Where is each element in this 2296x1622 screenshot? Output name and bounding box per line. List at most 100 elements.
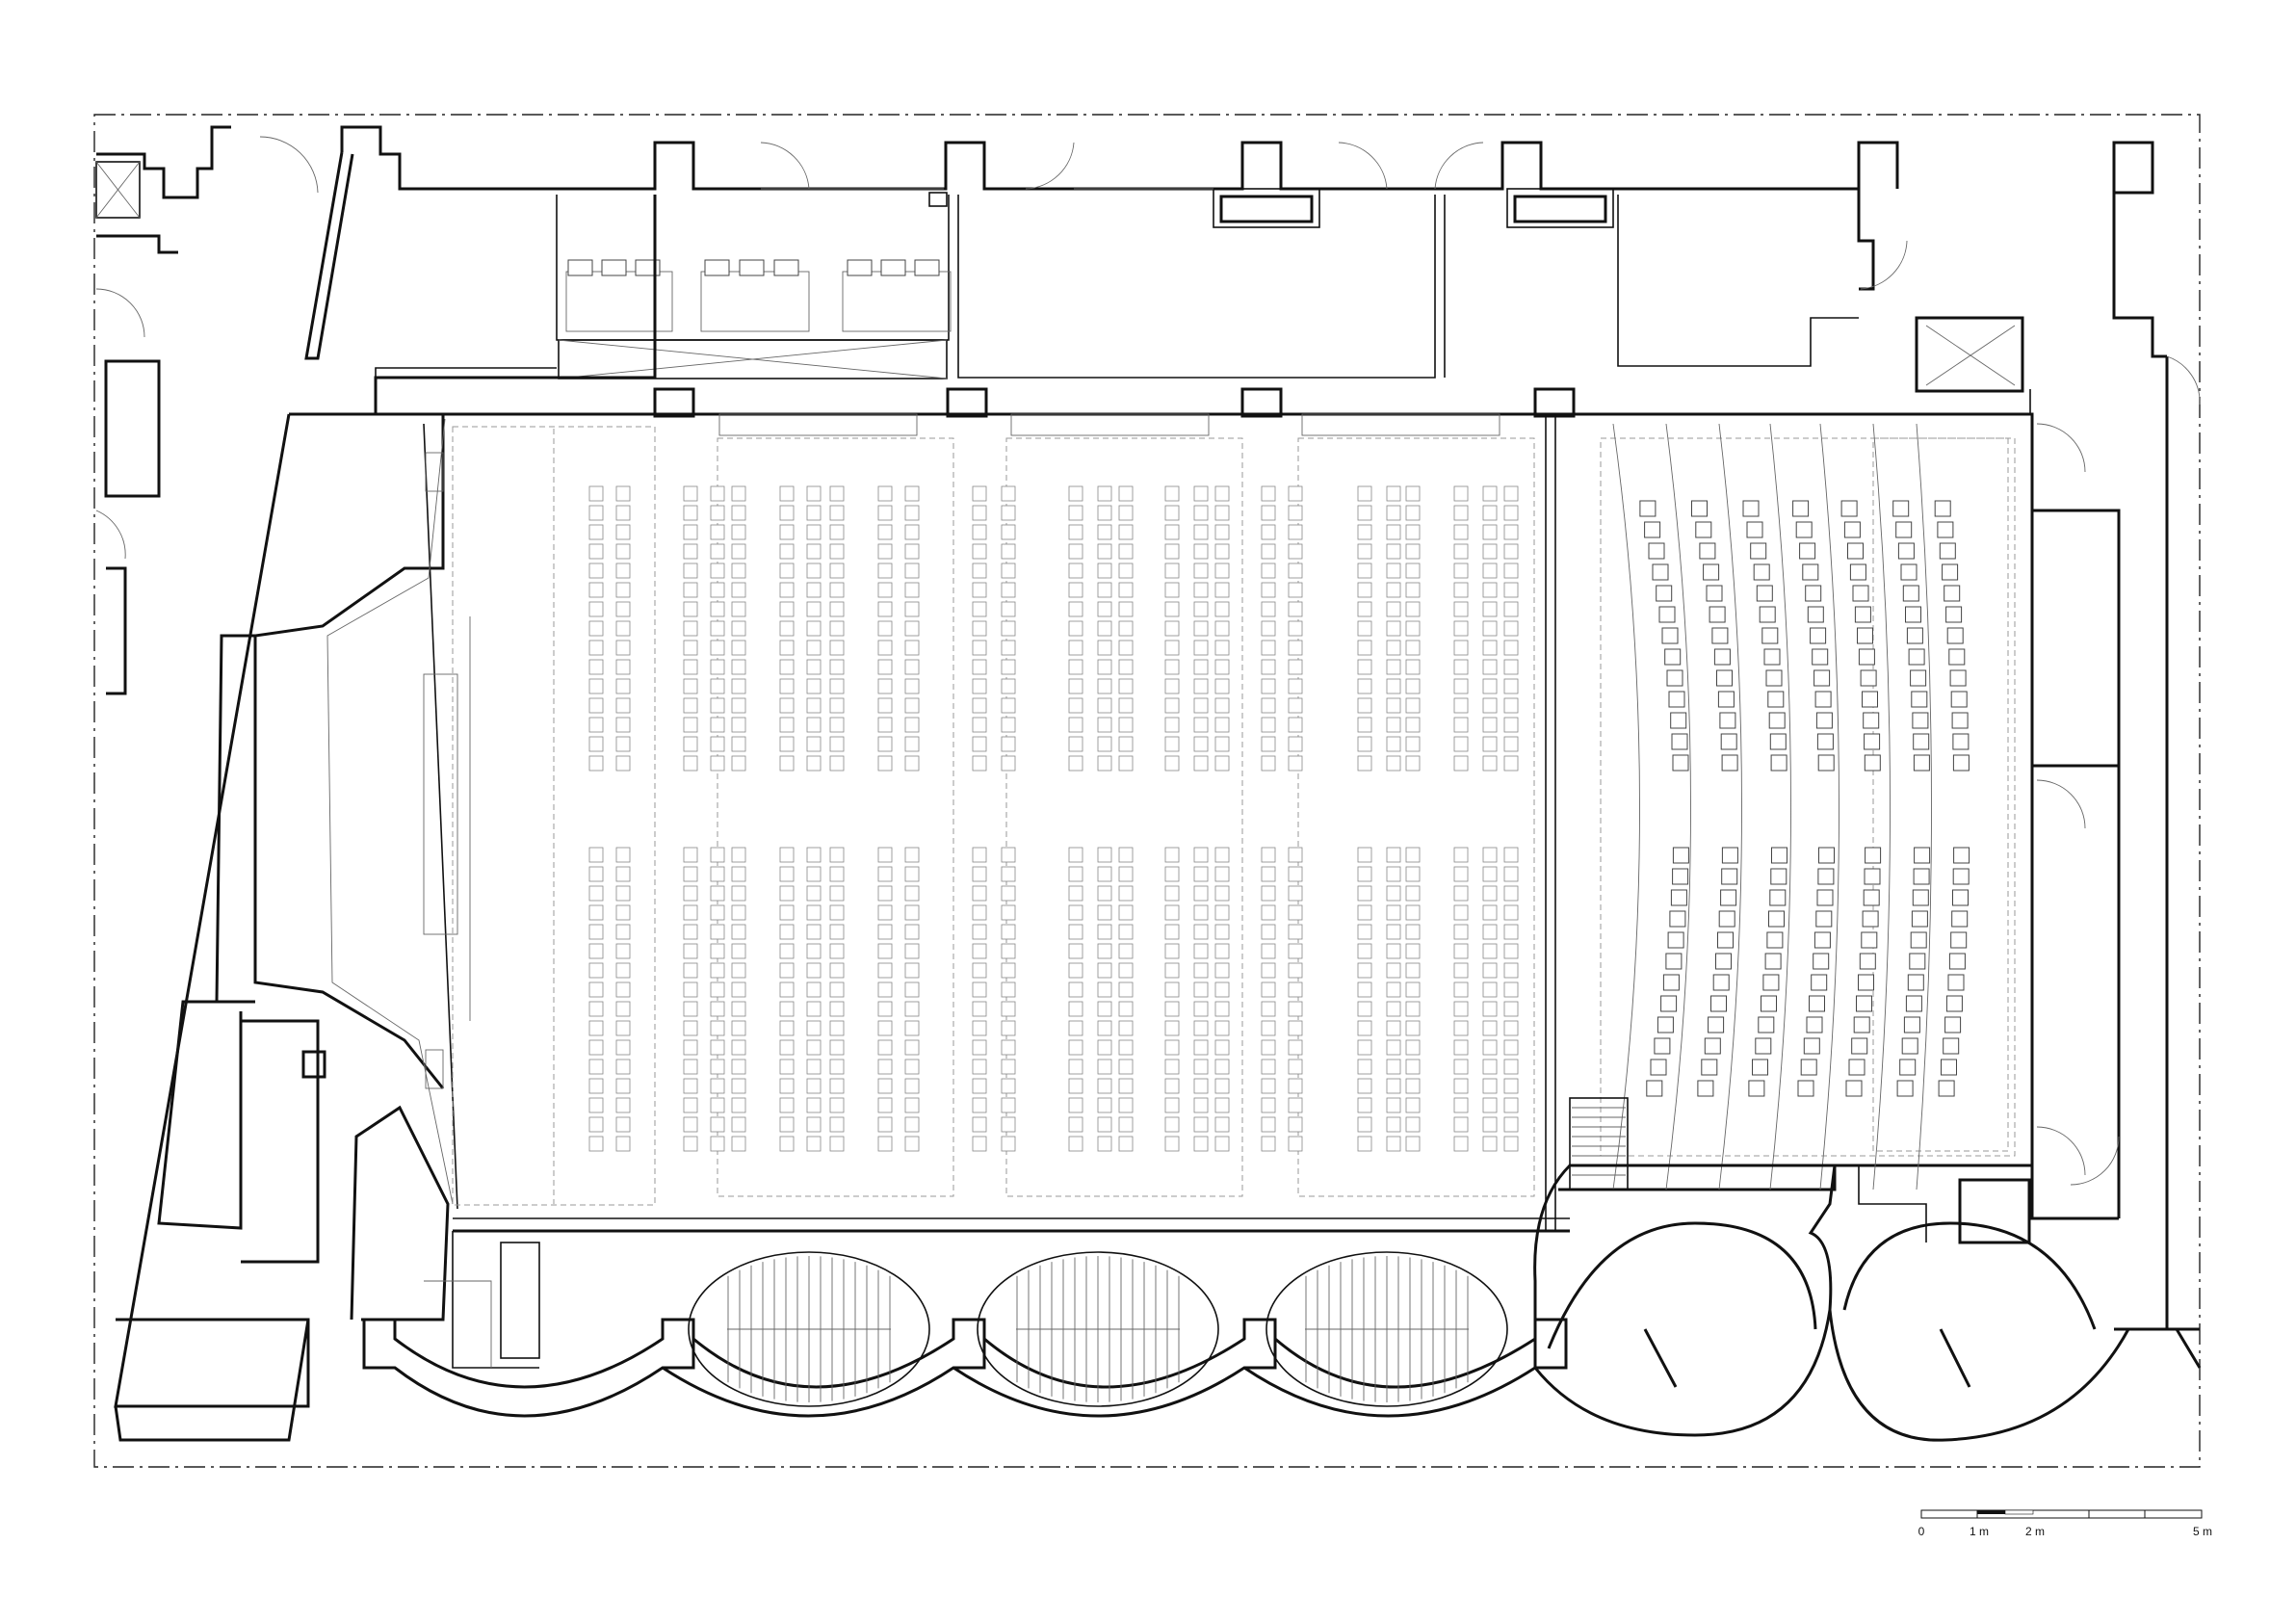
seat xyxy=(683,620,698,637)
seat xyxy=(683,697,698,714)
seat xyxy=(1164,1136,1180,1152)
tier-seat xyxy=(1691,500,1708,517)
tier-seat xyxy=(1766,931,1784,949)
seat xyxy=(731,924,746,940)
seat xyxy=(615,1001,631,1017)
seat xyxy=(615,962,631,979)
seat xyxy=(1288,717,1303,733)
seat xyxy=(1386,981,1401,998)
seat xyxy=(1482,943,1498,959)
seat xyxy=(1386,485,1401,502)
seat xyxy=(588,1116,604,1133)
tier-seat xyxy=(1759,606,1776,623)
scale-label-1m: 1 m xyxy=(1970,1525,1989,1538)
seat xyxy=(1503,562,1519,579)
seat xyxy=(1097,904,1112,921)
tier-seat xyxy=(1662,974,1680,991)
scale-bar: 0 1 m 2 m 5 m xyxy=(1918,1509,2212,1538)
tier-seat xyxy=(1862,910,1879,928)
tier-seat xyxy=(1812,648,1829,666)
seat xyxy=(683,904,698,921)
seat xyxy=(710,981,725,998)
seat xyxy=(1386,697,1401,714)
seat xyxy=(1001,505,1016,521)
tier-seat xyxy=(1671,733,1688,750)
seat xyxy=(829,1136,845,1152)
seat xyxy=(1386,755,1401,772)
seat xyxy=(779,1059,795,1075)
seat xyxy=(877,847,893,863)
seat xyxy=(1405,885,1421,902)
seat xyxy=(1214,620,1230,637)
tier-seat xyxy=(1664,648,1682,666)
seat xyxy=(1503,755,1519,772)
seat xyxy=(588,885,604,902)
seat xyxy=(1164,697,1180,714)
seat xyxy=(1068,981,1083,998)
seat xyxy=(1214,943,1230,959)
seat xyxy=(1357,524,1372,540)
seat xyxy=(710,1020,725,1036)
seat xyxy=(806,885,822,902)
seat xyxy=(1164,904,1180,921)
seat xyxy=(1001,885,1016,902)
seat xyxy=(1453,562,1469,579)
seat xyxy=(829,543,845,560)
tier-seat xyxy=(1767,691,1785,708)
seat xyxy=(710,717,725,733)
seat xyxy=(1503,717,1519,733)
tier-seat xyxy=(1860,669,1877,687)
seat xyxy=(877,1078,893,1094)
seat xyxy=(710,1039,725,1056)
seat xyxy=(683,1039,698,1056)
tier-seat xyxy=(1795,521,1813,538)
seat xyxy=(1503,1001,1519,1017)
seat xyxy=(710,924,725,940)
seat xyxy=(1386,962,1401,979)
tier-seat xyxy=(1861,931,1878,949)
seat xyxy=(877,904,893,921)
seat xyxy=(615,924,631,940)
seat xyxy=(731,620,746,637)
seat xyxy=(588,659,604,675)
seat xyxy=(806,962,822,979)
seat xyxy=(829,847,845,863)
tier-seat xyxy=(1719,712,1736,729)
seat xyxy=(877,659,893,675)
seat xyxy=(972,885,987,902)
seat xyxy=(1164,543,1180,560)
seat xyxy=(615,1020,631,1036)
tier-seat xyxy=(1718,910,1735,928)
seat xyxy=(1482,697,1498,714)
seat xyxy=(1288,582,1303,598)
seat xyxy=(1357,640,1372,656)
tier-seat xyxy=(1815,712,1833,729)
seat xyxy=(972,697,987,714)
seat xyxy=(1405,562,1421,579)
seat xyxy=(806,582,822,598)
seat xyxy=(588,505,604,521)
tier-seat xyxy=(1952,754,1970,772)
seat xyxy=(877,1097,893,1113)
seat xyxy=(683,659,698,675)
scale-label-2m: 2 m xyxy=(2025,1525,2045,1538)
seat xyxy=(829,885,845,902)
seat xyxy=(1068,1078,1083,1094)
seat xyxy=(1482,543,1498,560)
seat xyxy=(779,601,795,617)
seat xyxy=(1386,904,1401,921)
seat xyxy=(1453,1136,1469,1152)
seat xyxy=(806,981,822,998)
seat xyxy=(1214,1078,1230,1094)
seat xyxy=(588,962,604,979)
seat xyxy=(1164,659,1180,675)
seat xyxy=(806,1136,822,1152)
seat xyxy=(1164,1116,1180,1133)
seat xyxy=(806,1001,822,1017)
tier-seat xyxy=(1840,500,1858,517)
seat xyxy=(1164,924,1180,940)
seat xyxy=(904,485,920,502)
tier-seat xyxy=(1907,974,1924,991)
seat xyxy=(806,717,822,733)
seat xyxy=(1001,1039,1016,1056)
